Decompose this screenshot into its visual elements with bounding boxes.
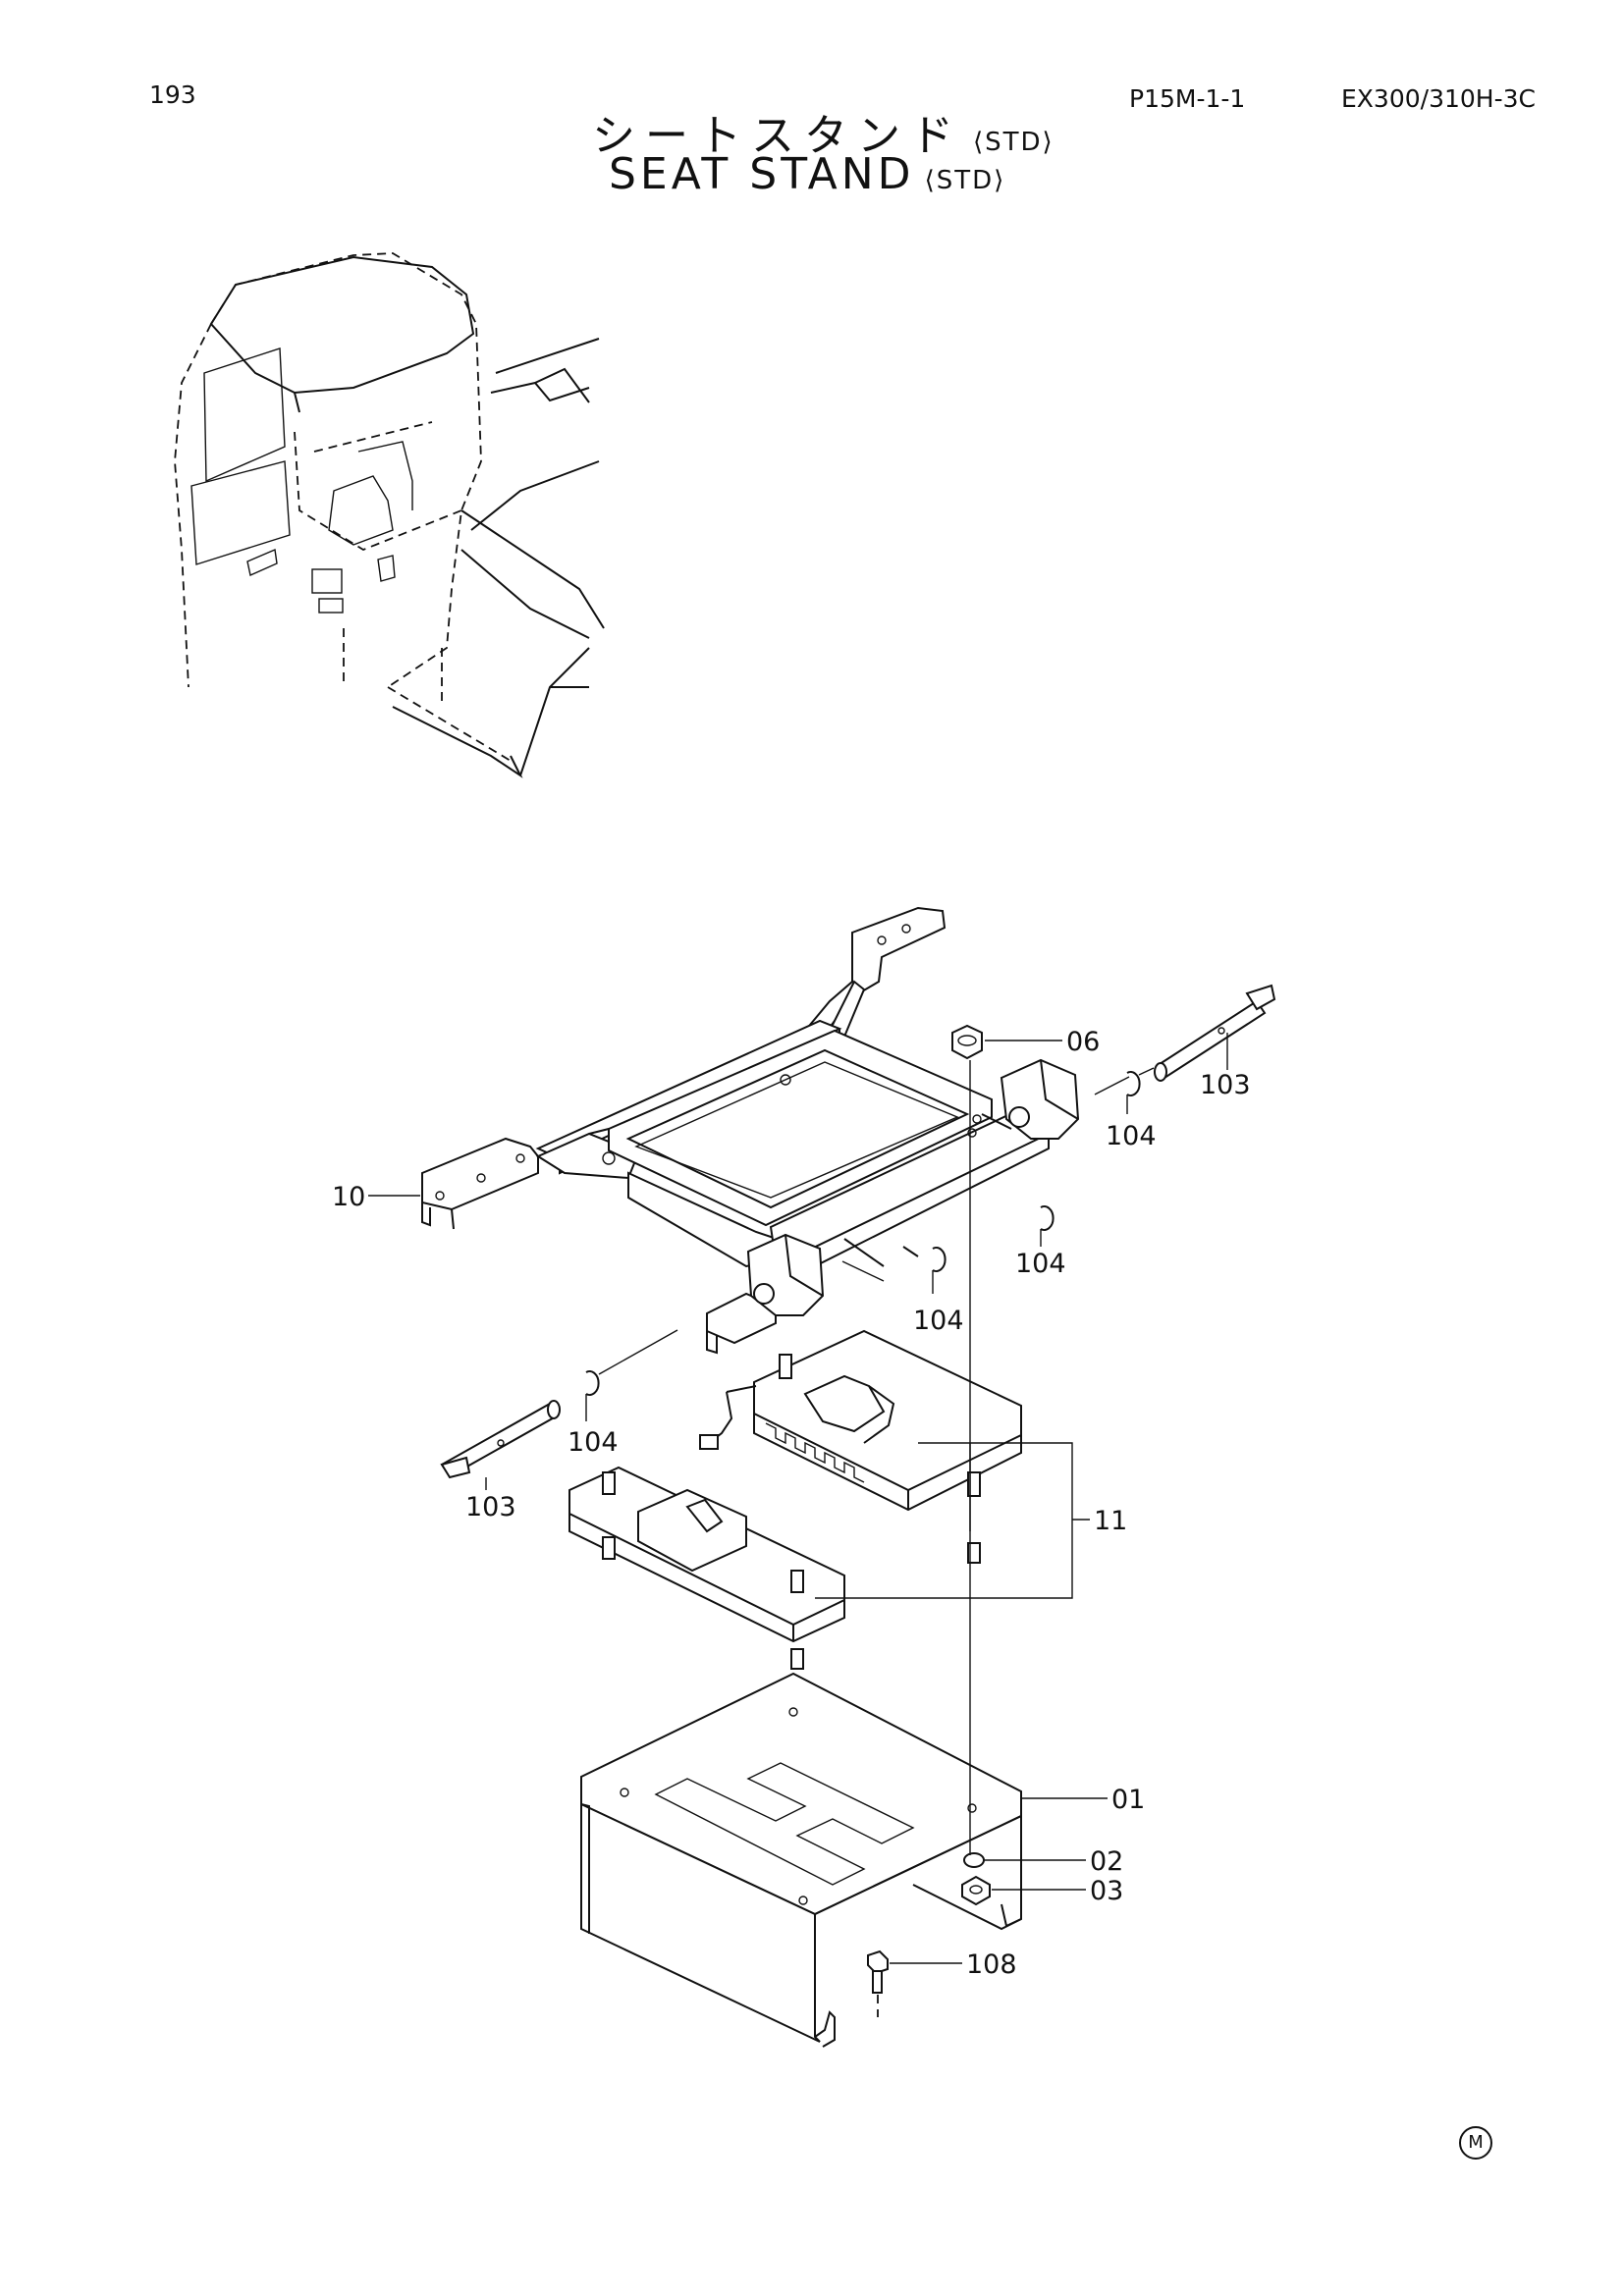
nut-03 [961,1875,991,1906]
model-number: EX300/310H-3C [1341,84,1536,113]
title-english: SEAT STAND ⟨STD⟩ [609,149,1005,199]
seat-base-box [580,1672,1022,2048]
seat-slide-rail-left [568,1466,845,1670]
title-english-text: SEAT STAND [609,149,915,199]
title-japanese-text: シートスタンド [592,111,963,161]
seat-slide-rail-right [699,1329,1022,1564]
sheet-code: P15M-1-1 [1129,84,1246,113]
callout-11: 11 [1094,1506,1127,1536]
washer-02 [963,1852,985,1868]
title-japanese: シートスタンド ⟨STD⟩ [592,100,1055,163]
callout-02: 02 [1090,1846,1123,1877]
callout-104-right: 104 [1015,1249,1066,1279]
nut-06 [951,1024,983,1060]
callout-06: 06 [1066,1027,1100,1057]
seat-stand-frame [421,906,1080,1355]
assembly-lines [598,1060,1155,1855]
title-english-qualifier: ⟨STD⟩ [924,166,1006,195]
callout-10: 10 [332,1182,365,1212]
callout-104-upper: 104 [1106,1121,1157,1151]
page-number: 193 [149,80,196,109]
callout-labels: 06 103 104 10 104 104 104 103 11 01 02 0… [332,1027,1251,1980]
callout-01: 01 [1111,1785,1145,1815]
callout-104-middle: 104 [913,1306,964,1336]
bolt-108 [867,1949,889,2017]
callout-108: 108 [966,1949,1017,1980]
callout-103-lower: 103 [465,1492,516,1522]
pin-103-upper [1154,984,1276,1082]
m-mark-symbol: M [1459,2126,1492,2160]
snap-rings-104 [585,1071,1141,1396]
pin-103-lower [440,1400,561,1479]
callout-03: 03 [1090,1876,1123,1906]
cab-location-illustration [174,252,605,778]
callout-103-upper: 103 [1200,1070,1251,1100]
callout-104-lower: 104 [568,1427,619,1458]
leader-lines [368,1033,1228,1964]
title-japanese-qualifier: ⟨STD⟩ [973,128,1055,157]
